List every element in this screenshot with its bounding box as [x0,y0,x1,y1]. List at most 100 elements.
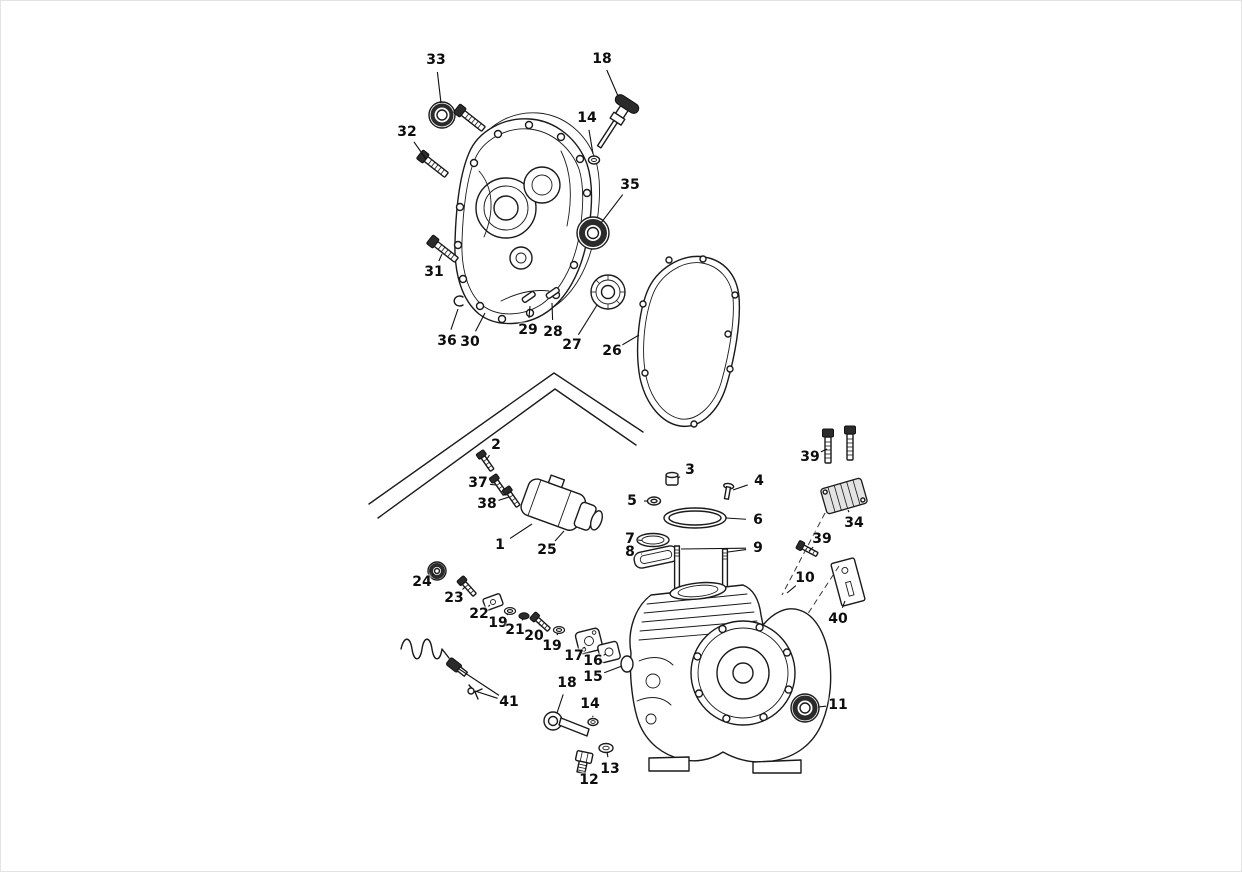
part-callout-14: 14 [580,696,600,712]
part-callout-16: 16 [583,653,603,669]
part-callout-15: 15 [583,669,603,685]
part-3-cap-nut [665,471,679,486]
part-callout-35: 35 [620,177,640,193]
leader-line-6 [725,517,747,520]
part-27-bearing [590,274,626,310]
part-40-bracket [830,557,866,607]
part-callout-30: 30 [460,334,480,350]
part-callout-33: 33 [426,52,446,68]
part-callout-17: 17 [564,648,584,664]
part-callout-40: 40 [828,611,848,627]
part-35-bearing [576,216,610,250]
leader-line-14 [588,129,594,155]
assembly-axis-dashed-line [781,512,826,596]
leader-line-25 [554,530,565,542]
leader-line-30 [475,312,486,332]
leader-line-4 [732,484,748,491]
part-callout-18: 18 [592,51,612,67]
leader-line-19 [556,632,559,636]
part-callout-5: 5 [627,493,637,509]
part-callout-4: 4 [754,473,764,489]
section-break-line [368,372,644,519]
leader-line-29 [528,305,531,319]
part-callout-8: 8 [625,544,635,560]
part-30-crankcase-cover [453,112,600,325]
part-callout-39: 39 [800,449,820,465]
leader-line-24 [431,573,435,576]
leader-lines [413,69,850,769]
part-callout-32: 32 [397,124,417,140]
part-41-wire-assembly [400,638,483,700]
part-callout-13: 13 [600,761,620,777]
part-callout-22: 22 [469,606,489,622]
part-callout-25: 25 [537,542,557,558]
part-36-clip [453,295,464,307]
leader-line-40 [841,600,846,609]
part-17-cover-plate [574,627,604,655]
part-callout-21: 21 [505,622,525,638]
part-callout-38: 38 [477,496,497,512]
leader-line-9 [727,549,747,553]
leader-line-19 [506,613,509,616]
part-callout-3: 3 [685,462,695,478]
leader-line-18 [556,694,564,714]
part-callout-19: 19 [488,615,508,631]
leader-line-10 [786,585,797,594]
leader-line-33 [436,71,442,104]
leader-line-9 [680,547,747,550]
part-callout-41: 41 [499,694,519,710]
part-callout-39: 39 [812,531,832,547]
leader-line-16 [603,653,607,656]
part-callout-34: 34 [844,515,864,531]
part-callout-7: 7 [625,531,635,547]
leader-line-20 [538,623,541,626]
part-callout-18: 18 [557,675,577,691]
part-callout-29: 29 [518,322,538,338]
part-5-washer [646,496,662,506]
part-callout-11: 11 [828,697,848,713]
part-19-washer [503,607,517,615]
part-18-dipstick-upper [596,94,640,149]
leader-line-23 [462,586,466,590]
part-callout-24: 24 [412,574,432,590]
part-14-seal-washer-lower [587,717,599,727]
part-callout-9: 9 [753,540,763,556]
leader-line-35 [600,194,624,224]
part-callout-12: 12 [579,772,599,788]
leader-line-37 [489,483,497,486]
part-callout-1: 1 [495,537,505,553]
part-38-screw [501,484,523,510]
leader-line-38 [498,496,510,501]
part-callout-28: 28 [543,324,563,340]
part-callout-36: 36 [437,333,457,349]
leader-line-17 [582,646,586,649]
part-33-oil-seal [428,101,456,129]
part-1-assembly [520,474,603,531]
leader-line-28 [551,302,554,321]
part-12-drain-plug [574,750,594,775]
leader-line-3 [677,476,681,479]
leader-line-31 [438,253,443,262]
leader-line-11 [817,705,827,708]
leader-line-26 [622,334,640,346]
leader-line-1 [509,523,533,539]
leader-line-39 [820,448,828,453]
leader-line-36 [450,308,459,330]
part-4-bolt [723,482,735,500]
leader-line-41 [474,690,498,699]
part-32-bolt [415,149,451,181]
part-11-oil-seal [790,693,820,723]
part-13-washer [598,742,614,754]
part-10-crankcase-block [620,581,832,774]
part-39-bolt [843,425,857,461]
leader-line-32 [413,141,427,160]
part-callout-19: 19 [542,638,562,654]
part-callout-2: 2 [491,437,501,453]
part-18-dipstick-lower [543,711,590,737]
part-callout-27: 27 [562,337,582,353]
leader-line-15 [604,665,623,674]
part-callout-23: 23 [444,590,464,606]
part-6-o-ring [663,507,727,529]
